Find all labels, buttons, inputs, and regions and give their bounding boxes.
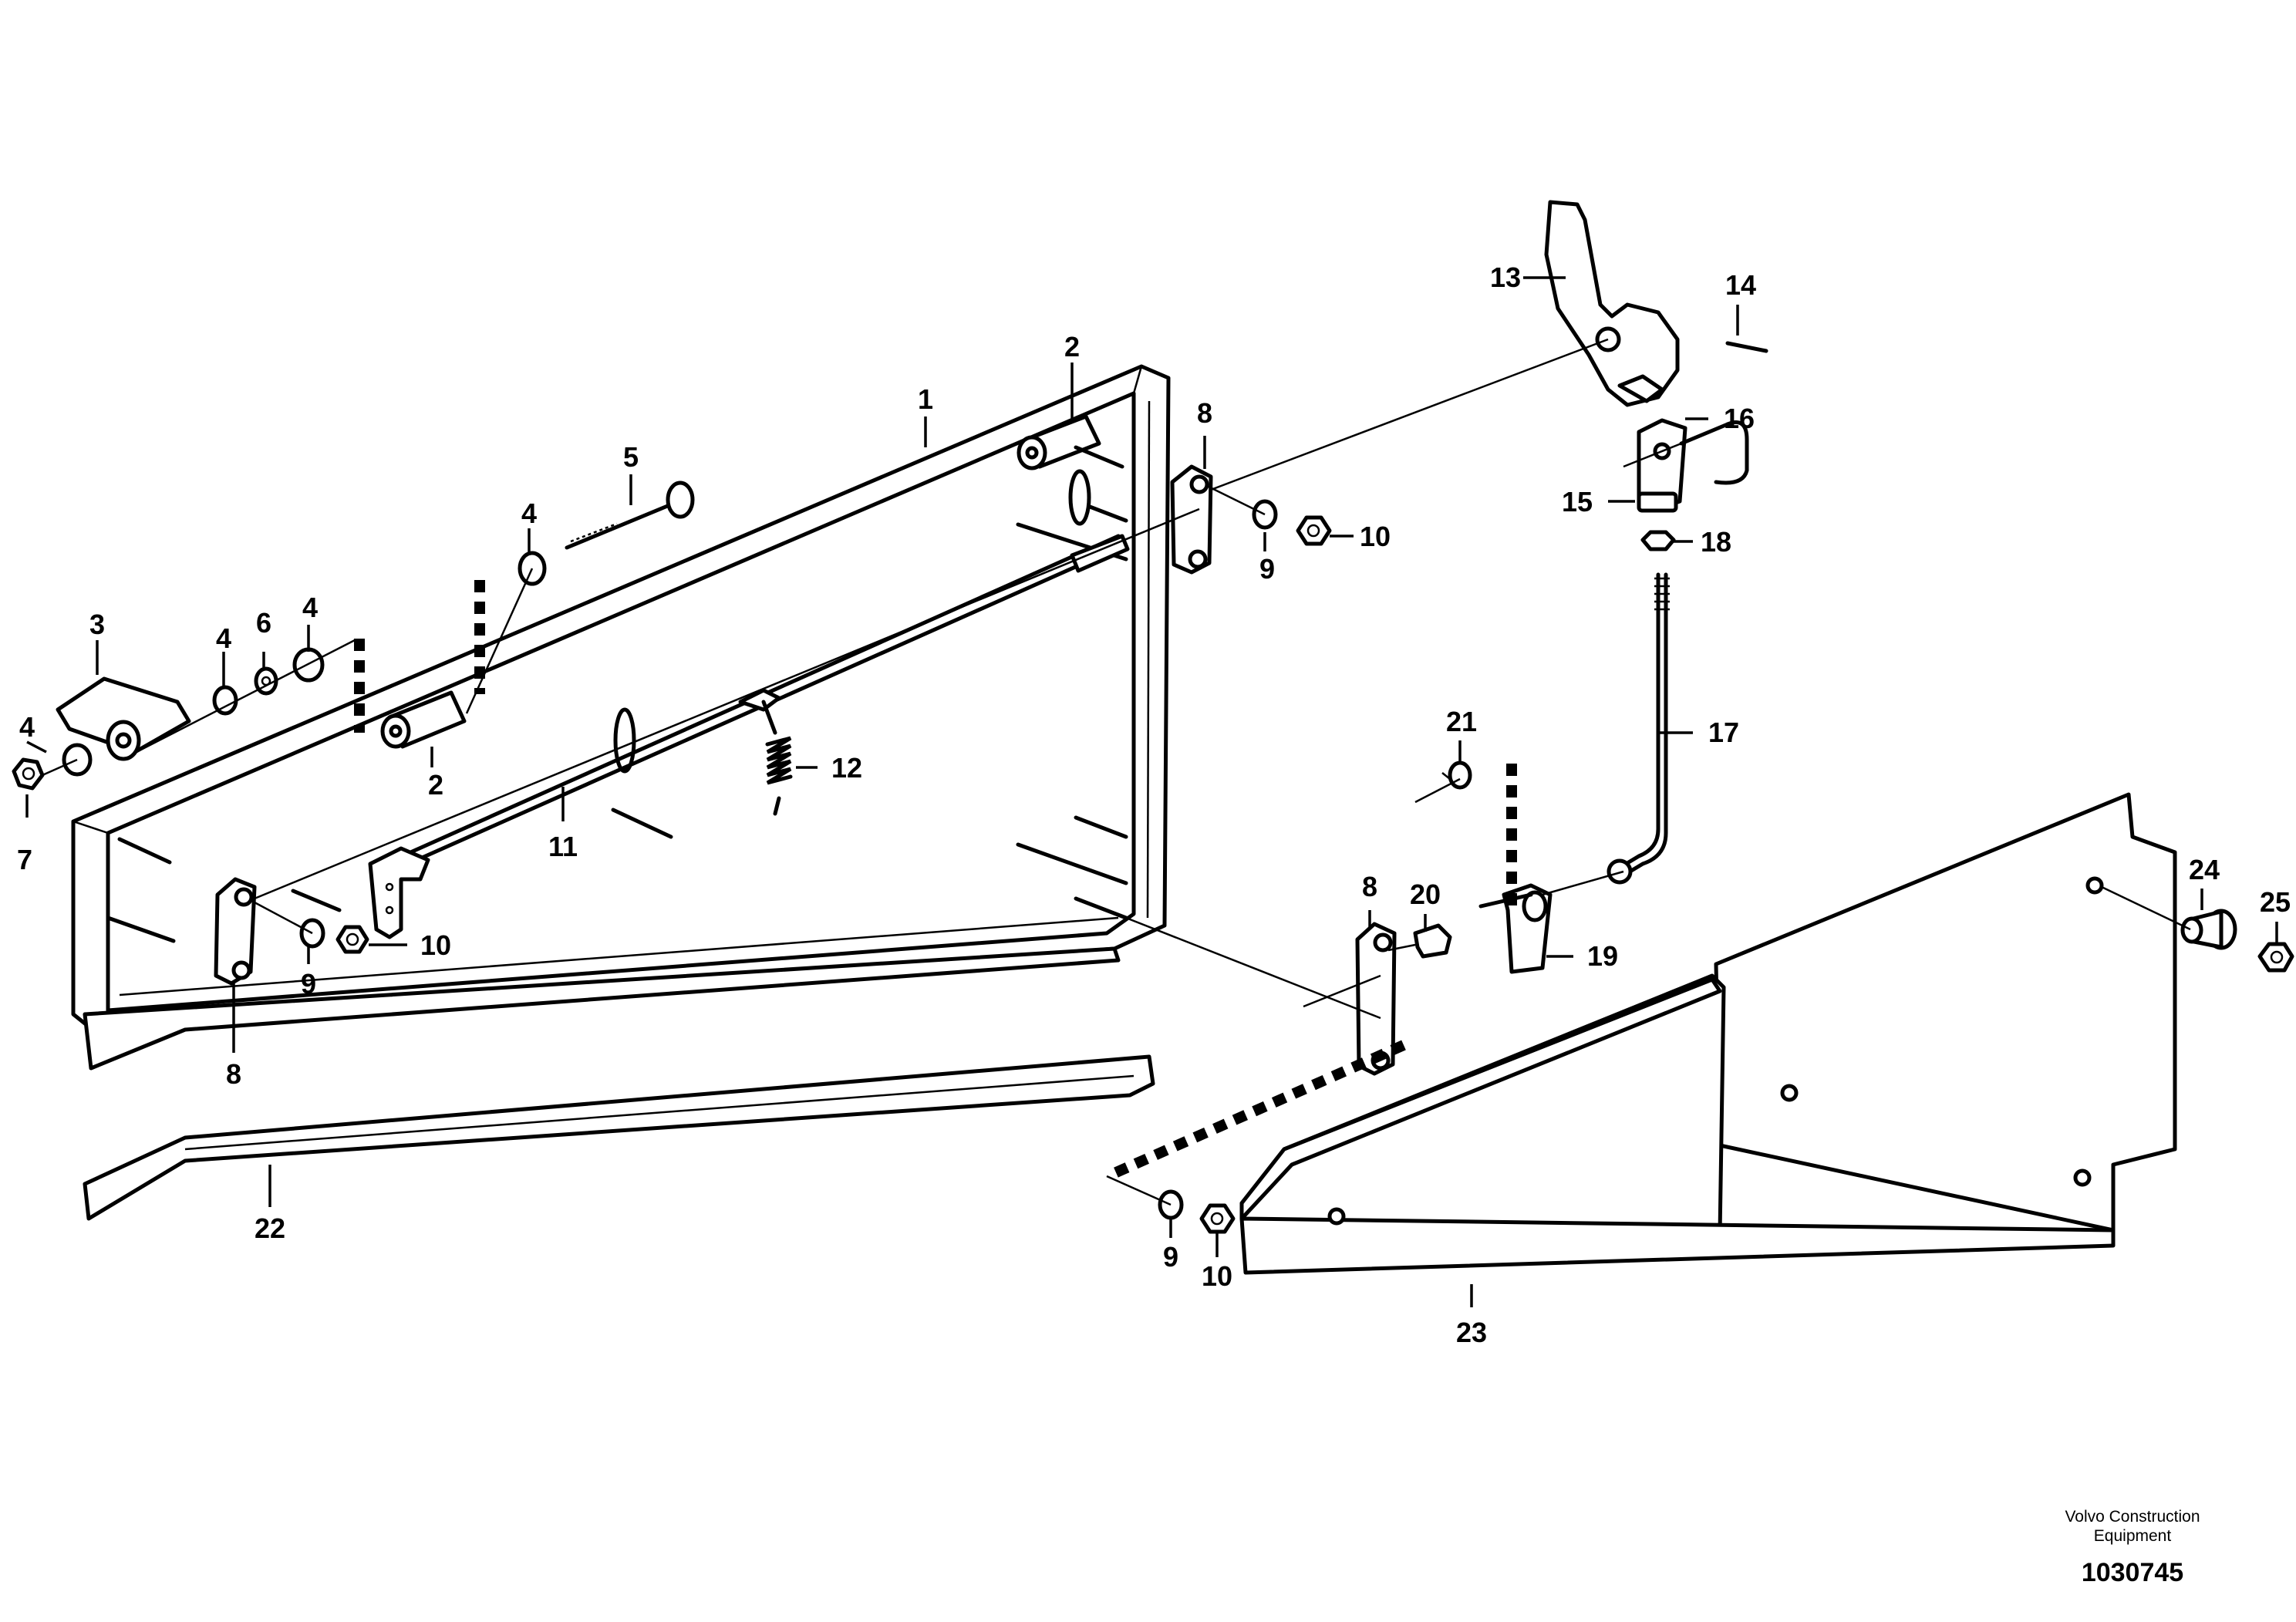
clevis-part-15 <box>1637 418 1687 513</box>
footer-block: Volvo Construction Equipment 1030745 <box>2065 1508 2200 1587</box>
callout-22: 22 <box>255 1212 285 1244</box>
callout-12: 12 <box>831 752 862 784</box>
callout-10-lower: 10 <box>1202 1260 1232 1292</box>
hinge-part-3 <box>56 676 191 761</box>
callout-9-lower: 9 <box>1163 1241 1178 1273</box>
nut-part-10-upper <box>1296 515 1332 546</box>
callout-4-b: 4 <box>302 592 318 623</box>
callout-17: 17 <box>1708 717 1739 748</box>
callout-10-upper: 10 <box>1360 521 1391 552</box>
clip-part-20 <box>1413 923 1452 959</box>
callout-8-left: 8 <box>226 1058 241 1090</box>
nut-part-7 <box>12 757 45 791</box>
footer-company-line2: Equipment <box>2094 1527 2172 1545</box>
callout-6: 6 <box>256 607 271 639</box>
callout-13: 13 <box>1490 261 1521 293</box>
frame-part-1 <box>71 364 1171 1071</box>
leader-lines <box>25 276 2278 1307</box>
bracket-part-19 <box>1478 883 1553 974</box>
bolt-part-5 <box>565 481 695 550</box>
link-plate-part-8-left <box>214 877 257 986</box>
callout-4-d: 4 <box>19 711 35 743</box>
assembly-center-lines <box>42 338 2191 1206</box>
bushing-part-24 <box>2180 909 2237 950</box>
circlip-part-21 <box>1441 760 1472 790</box>
callout-16: 16 <box>1724 403 1755 434</box>
callout-4-c: 4 <box>521 497 537 529</box>
callout-2-lower: 2 <box>428 769 443 801</box>
handle-part-13 <box>1544 200 1680 407</box>
dashed-markers <box>354 580 1517 1182</box>
nut-part-10-left <box>335 925 369 954</box>
cover-plate-part-23 <box>1239 792 2177 1275</box>
hardware-group-left <box>12 551 547 954</box>
callout-1: 1 <box>918 383 933 415</box>
callout-8-upper: 8 <box>1197 397 1212 429</box>
bushing-part-2-lower <box>380 690 467 749</box>
link-plate-part-8-upper <box>1170 464 1213 575</box>
link-rod-part-17 <box>1607 572 1670 885</box>
nut-part-25 <box>2257 942 2294 973</box>
callout-11: 11 <box>548 831 578 862</box>
callout-23: 23 <box>1456 1317 1487 1348</box>
callout-19: 19 <box>1587 940 1618 972</box>
callout-10-left: 10 <box>420 929 451 961</box>
callout-labels: 1 2 2 3 4 4 4 4 5 6 7 8 8 8 9 9 9 10 10 … <box>17 261 2291 1348</box>
callout-9-left: 9 <box>301 968 316 1000</box>
callout-7: 7 <box>17 844 32 875</box>
callout-4-a: 4 <box>216 622 231 654</box>
spring-part-12 <box>761 700 793 816</box>
callout-15: 15 <box>1562 486 1593 518</box>
callout-2-upper: 2 <box>1064 331 1080 363</box>
pin-part-14 <box>1725 341 1768 353</box>
bushing-part-2-upper <box>1017 414 1101 470</box>
callout-14: 14 <box>1725 269 1756 301</box>
callout-8-lower: 8 <box>1362 871 1377 902</box>
callout-25: 25 <box>2260 886 2291 918</box>
rod-part-11 <box>368 534 1130 939</box>
footer-company-line1: Volvo Construction <box>2065 1508 2200 1526</box>
callout-18: 18 <box>1701 526 1731 558</box>
strip-part-22 <box>83 1054 1155 1221</box>
nut-part-10-lower <box>1199 1203 1236 1234</box>
callout-3: 3 <box>89 609 105 640</box>
link-plate-part-8-lower <box>1355 922 1397 1076</box>
callout-21: 21 <box>1446 706 1477 737</box>
callout-20: 20 <box>1410 878 1441 910</box>
nut-part-18 <box>1640 530 1676 551</box>
callout-24: 24 <box>2189 854 2220 885</box>
callout-9-upper: 9 <box>1259 553 1275 585</box>
drawing-number: 1030745 <box>2082 1558 2183 1587</box>
clip-pin-part-16 <box>1679 420 1749 485</box>
callout-5: 5 <box>623 441 639 473</box>
